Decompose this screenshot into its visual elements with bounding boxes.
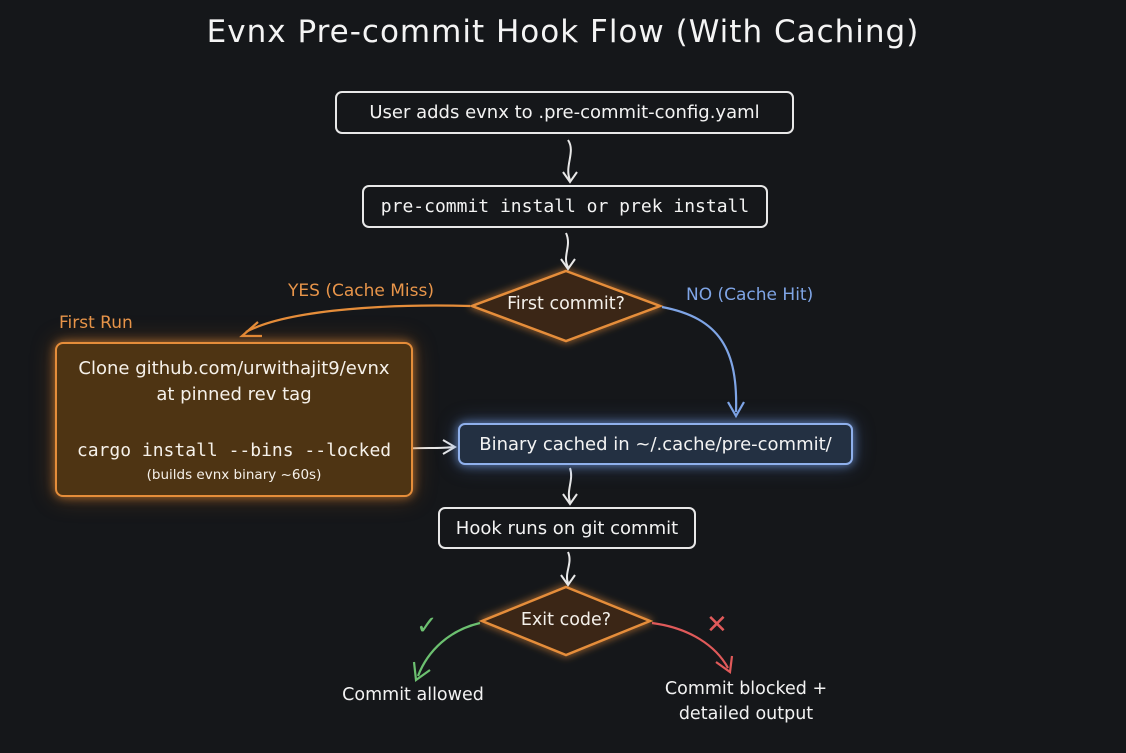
first-commit-label: First commit? [507,294,625,314]
node-binary-cached-label: Binary cached in ~/.cache/pre-commit/ [479,433,832,455]
outcome-commit-blocked: Commit blocked + detailed output [646,677,846,727]
node-add-config-label: User adds evnx to .pre-commit-config.yam… [369,102,760,123]
edge-install-to-decision [565,232,569,268]
edge-first-run-to-cached-head [442,439,457,455]
check-icon: ✓ [416,611,438,641]
edge-cached-to-hook [567,467,573,503]
first-run-label: First Run [59,313,133,333]
edge-yes-to-first-run-head [239,321,262,338]
cross-icon: ✕ [706,610,728,640]
yes-cache-miss-label: YES (Cache Miss) [288,281,434,301]
outcome-blocked-line-2: detailed output [678,704,814,724]
edge-cached-to-hook-head [562,493,578,506]
first-run-group: Clone github.com/urwithajit9/evnx at pin… [55,342,413,497]
node-binary-cached: Binary cached in ~/.cache/pre-commit/ [458,423,853,465]
node-install: pre-commit install or prek install [362,185,768,228]
edge-yes-to-first-run [245,304,471,333]
diagram-title: Evnx Pre-commit Hook Flow (With Caching) [206,14,920,50]
first-run-rev-line: at pinned rev tag [156,384,312,405]
first-run-cargo-line: cargo install --bins --locked [76,440,392,461]
edge-config-to-install-head [562,171,578,184]
edge-hook-to-exit-head [560,574,576,587]
edge-exit-to-allowed-head [412,661,431,682]
edge-no-to-cached [661,305,738,413]
node-add-config: User adds evnx to .pre-commit-config.yam… [335,91,794,134]
edge-install-to-decision-head [560,258,576,271]
outcome-commit-allowed: Commit allowed [342,685,484,705]
exit-code-diamond [478,585,654,657]
first-commit-diamond [468,269,664,343]
node-install-label: pre-commit install or prek install [380,196,750,217]
edge-exit-to-blocked-head [715,655,734,674]
first-run-build-note: (builds evnx binary ~60s) [146,467,322,483]
edge-hook-to-exit [566,551,571,584]
edge-no-to-cached-head [727,401,745,419]
outcome-blocked-line-1: Commit blocked + [664,679,828,699]
node-hook-runs: Hook runs on git commit [438,507,696,549]
edge-exit-to-blocked [651,621,729,669]
edge-exit-to-allowed [416,621,481,677]
first-run-clone-line: Clone github.com/urwithajit9/evnx [78,358,390,379]
exit-code-label: Exit code? [520,610,612,630]
node-hook-runs-label: Hook runs on git commit [455,517,679,539]
edge-config-to-install [567,139,572,181]
no-cache-hit-label: NO (Cache Hit) [686,285,814,305]
